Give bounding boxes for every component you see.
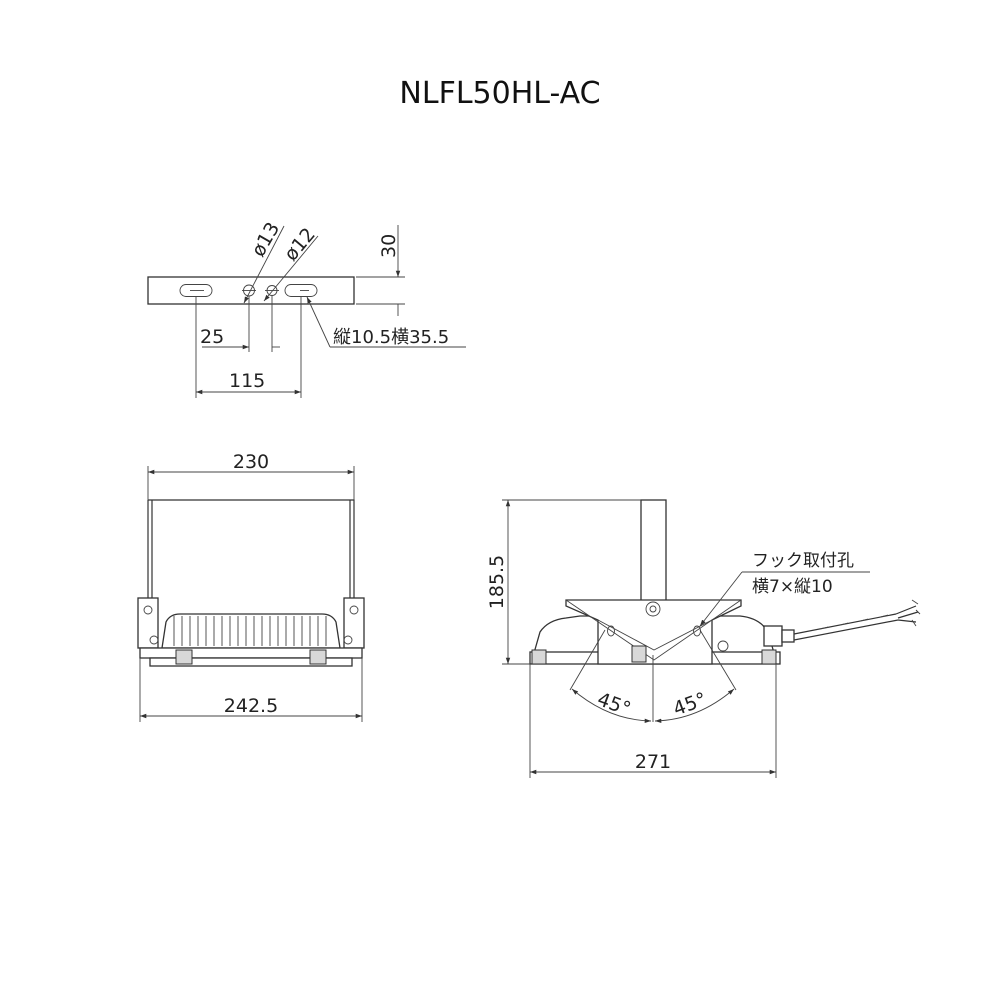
dim-271: 271	[635, 751, 671, 773]
front-view-dimensions: 230 242.5	[139, 451, 363, 722]
cable-wires	[819, 599, 921, 630]
dim-185-5: 185.5	[486, 555, 508, 609]
dim-25: 25	[200, 326, 224, 348]
dim-242-5: 242.5	[224, 695, 278, 717]
top-view-plate	[147, 276, 355, 305]
dim-phi12: ø12	[280, 224, 320, 266]
slot-note: 縦10.5横35.5	[333, 327, 449, 348]
angle-left: 45°	[594, 688, 633, 720]
side-view	[529, 499, 921, 665]
front-view	[137, 499, 365, 667]
dim-phi13: ø13	[247, 218, 284, 260]
hook-note-line2: 横7×縦10	[752, 577, 833, 597]
hook-note-line1: フック取付孔	[752, 551, 854, 571]
drawing-title: NLFL50HL-AC	[399, 76, 600, 111]
dim-30: 30	[378, 234, 400, 258]
dim-115: 115	[229, 370, 265, 392]
top-view-dimensions: ø13 ø12 30 25 115 縦10.5横35.5	[195, 218, 466, 398]
dim-230: 230	[233, 451, 269, 473]
heatsink-fins	[173, 616, 327, 646]
angle-right: 45°	[670, 688, 709, 720]
